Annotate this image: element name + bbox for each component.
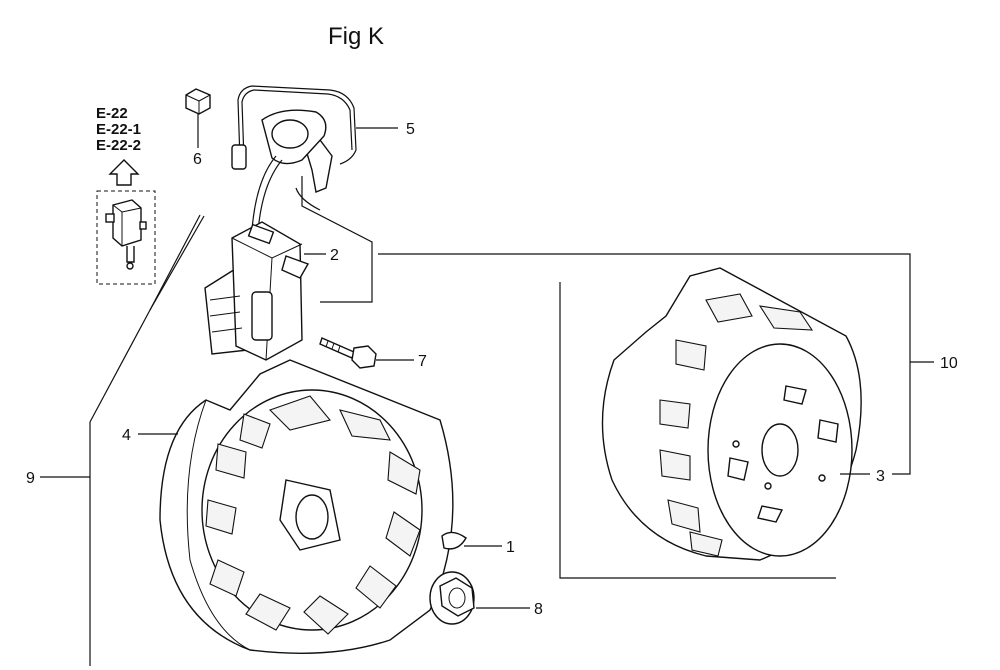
callout-3: 3 [876, 468, 885, 485]
ignition-coil [204, 221, 310, 361]
flywheel-left [159, 359, 454, 655]
reference-coil-box [96, 190, 156, 285]
group-10-frame [378, 253, 911, 475]
wire-clip [185, 88, 211, 148]
item2-right-frame [301, 176, 373, 303]
callout-1: 1 [506, 539, 515, 556]
bolt [319, 337, 377, 369]
up-arrow-icon [108, 159, 140, 186]
callout-7: 7 [418, 353, 427, 370]
item2-left-frame [149, 215, 205, 311]
callout-8: 8 [534, 601, 543, 618]
callout-2: 2 [330, 247, 339, 264]
group-9-diagonal [89, 214, 201, 423]
callout-5: 5 [406, 121, 415, 138]
figure-title: Fig K [328, 23, 384, 50]
callout-9: 9 [26, 470, 35, 487]
callout-4: 4 [122, 427, 131, 444]
woodruff-key [441, 531, 467, 550]
callout-6: 6 [193, 151, 202, 168]
flywheel-right [601, 267, 862, 561]
spark-plug-cap [251, 109, 327, 290]
high-tension-wire [231, 85, 357, 211]
callout-10: 10 [940, 355, 958, 372]
flange-nut [429, 571, 475, 625]
group-10-bracket [559, 282, 836, 579]
reference-code-2: E-22-1 [96, 121, 141, 138]
reference-code-3: E-22-2 [96, 137, 141, 154]
reference-code-1: E-22 [96, 105, 128, 122]
